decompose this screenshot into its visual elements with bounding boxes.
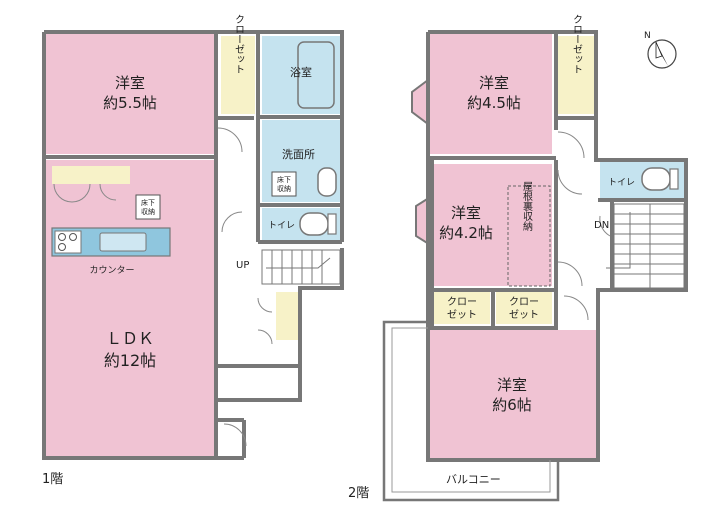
underfloor-storage-a-line2: 収納 <box>141 207 155 216</box>
burner-icon <box>69 233 77 241</box>
western-room-5-5 <box>46 34 214 154</box>
walls-2f <box>426 30 688 462</box>
western-room-4-5 <box>430 34 552 154</box>
balcony-inner <box>391 327 551 493</box>
doors-2f <box>557 131 611 321</box>
western-room-6-size: 約6帖 <box>492 396 532 414</box>
floor-1-label: 1階 <box>42 472 63 487</box>
toilet-1f-label: トイレ <box>268 221 295 231</box>
compass-north-icon: N <box>644 31 677 69</box>
floor-2: 洋室 約4.5帖 クローゼット 洋室 約4.2帖 屋根裏収納 トイレ DN クロ… <box>348 14 688 502</box>
stairs-down-label: DN <box>594 220 609 231</box>
counter-label: カウンター <box>89 265 134 276</box>
closet-2f-c-line1: クロー <box>509 296 539 308</box>
western-room-4-5-name: 洋室 <box>479 74 509 92</box>
bathtub-icon <box>297 41 335 109</box>
closet-1f-label: クローゼット <box>233 14 245 74</box>
western-room-4-2 <box>434 164 552 286</box>
storage-1f <box>276 292 298 340</box>
underfloor-storage-b-line2: 収納 <box>277 184 291 193</box>
bay-window <box>411 78 429 126</box>
closet-2f-a-label: クローゼット <box>571 14 583 74</box>
western-room-4-5-size: 約4.5帖 <box>467 94 521 112</box>
closet-2f-b-line1: クロー <box>447 296 477 308</box>
toilet-tank-icon <box>669 168 679 190</box>
sink <box>99 232 147 252</box>
western-room-6-name: 洋室 <box>497 376 527 394</box>
stove <box>54 230 82 254</box>
toilet-bowl-icon <box>299 212 329 236</box>
balcony-outline <box>382 320 560 502</box>
underfloor-storage-box <box>135 194 161 220</box>
toilet-2f-label: トイレ <box>608 178 635 188</box>
underfloor-storage-box <box>271 171 297 197</box>
stairs-up-label: UP <box>236 260 249 271</box>
toilet-bowl-icon <box>641 167 671 191</box>
underfloor-storage-a-line1: 床下 <box>141 198 155 207</box>
stairs-1f <box>261 249 341 285</box>
ldk-size: 約12帖 <box>104 351 156 370</box>
attic-storage-outline <box>507 185 551 287</box>
bath-label: 浴室 <box>290 65 312 79</box>
closet-2f-b-line2: ゼット <box>447 309 477 321</box>
washbasin-icon <box>317 167 337 197</box>
stairs-2f <box>606 203 685 289</box>
closet-2f-c-line2: ゼット <box>509 309 539 321</box>
floor-1: 洋室 約5.5帖 クローゼット 浴室 洗面所 床下 収納 床下 収納 トイレ U… <box>42 14 344 487</box>
burner-icon <box>58 243 66 251</box>
floor-2-label: 2階 <box>348 486 369 501</box>
underfloor-storage-b-line1: 床下 <box>277 175 291 184</box>
washroom-label: 洗面所 <box>282 148 315 161</box>
balcony-label: バルコニー <box>446 473 501 486</box>
kitchen-cabinet <box>52 166 130 184</box>
closet-1f <box>221 36 255 114</box>
western-room-6 <box>430 330 596 458</box>
closet-2f-c <box>496 292 552 324</box>
western-room-5-5-size: 約5.5帖 <box>103 94 157 112</box>
burner-icon <box>58 233 66 241</box>
closet-2f-a <box>558 36 594 114</box>
western-room-4-2-name: 洋室 <box>451 204 481 222</box>
walls-1f <box>42 30 344 460</box>
western-room-4-2-size: 約4.2帖 <box>439 224 493 242</box>
attic-storage-label: 屋根裏収納 <box>521 181 533 232</box>
closet-2f-b <box>434 292 490 324</box>
ldk-name: ＬＤＫ <box>106 329 154 348</box>
compass-north-label: N <box>644 31 651 41</box>
ldk-room <box>46 160 214 456</box>
western-room-5-5-name: 洋室 <box>115 74 145 92</box>
doors-1f <box>53 127 273 447</box>
toilet-tank-icon <box>327 213 337 235</box>
